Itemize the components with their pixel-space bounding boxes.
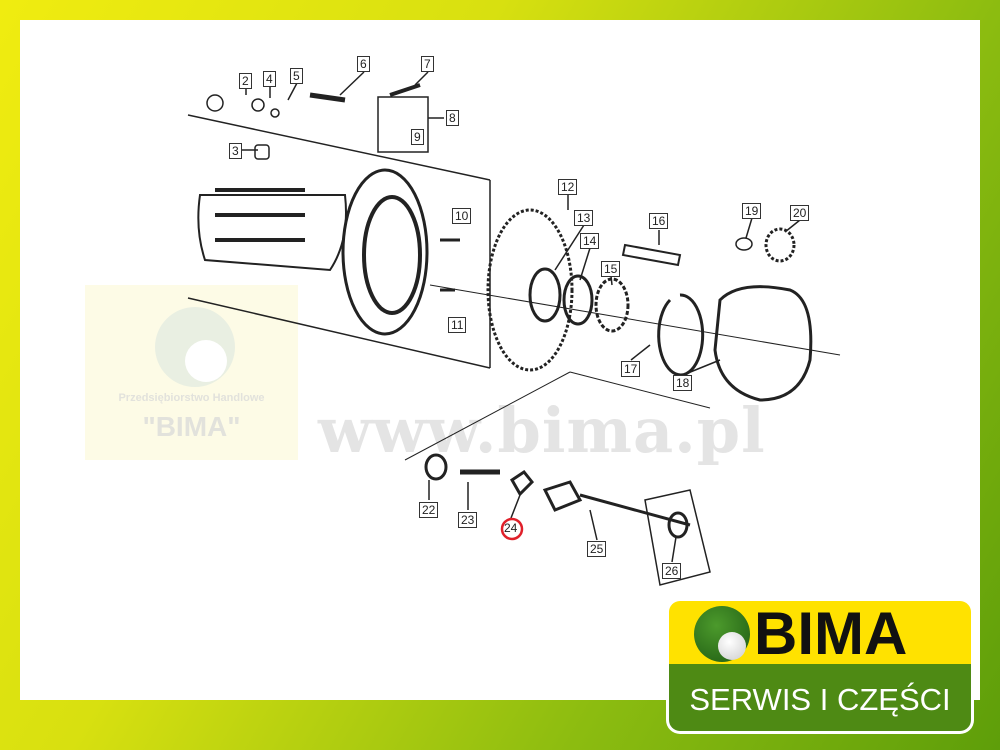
logo-bottom-band (666, 664, 974, 734)
part-label-15[interactable]: 15 (601, 261, 621, 277)
part-label-4[interactable]: 4 (263, 71, 276, 87)
part-label-8[interactable]: 8 (446, 110, 459, 126)
bima-logo: BIMA SERWIS I CZĘŚCI (666, 598, 974, 736)
part-label-24[interactable]: 24 (504, 521, 518, 535)
part-label-23[interactable]: 23 (458, 512, 478, 528)
part-label-12[interactable]: 12 (558, 179, 578, 195)
part-label-25[interactable]: 25 (587, 541, 607, 557)
logo-ball-highlight (718, 632, 746, 660)
watermark-url: www.bima.pl (318, 394, 766, 467)
part-label-5[interactable]: 5 (290, 68, 303, 84)
watermark-logo: Przedsiębiorstwo Handlowe "BIMA" (85, 285, 298, 460)
part-label-20[interactable]: 20 (790, 205, 810, 221)
part-label-18[interactable]: 18 (673, 375, 693, 391)
part-label-9[interactable]: 9 (411, 129, 424, 145)
part-label-7[interactable]: 7 (421, 56, 434, 72)
watermark-company: Przedsiębiorstwo Handlowe (118, 392, 265, 404)
part-label-22[interactable]: 22 (419, 502, 439, 518)
highlight-circle-24 (500, 517, 524, 541)
logo-name: BIMA (754, 600, 908, 667)
part-label-19[interactable]: 19 (742, 203, 762, 219)
part-label-13[interactable]: 13 (574, 210, 594, 226)
part-label-17[interactable]: 17 (621, 361, 641, 377)
part-label-3[interactable]: 3 (229, 143, 242, 159)
part-label-2[interactable]: 2 (239, 73, 252, 89)
part-label-26[interactable]: 26 (662, 563, 682, 579)
part-label-6[interactable]: 6 (357, 56, 370, 72)
part-label-14[interactable]: 14 (580, 233, 600, 249)
part-label-11[interactable]: 11 (448, 317, 467, 333)
logo-tagline: SERWIS I CZĘŚCI (689, 682, 951, 717)
watermark-name: "BIMA" (142, 411, 241, 442)
watermark-ball-highlight (185, 340, 227, 382)
part-label-10[interactable]: 10 (452, 208, 472, 224)
part-label-16[interactable]: 16 (649, 213, 669, 229)
